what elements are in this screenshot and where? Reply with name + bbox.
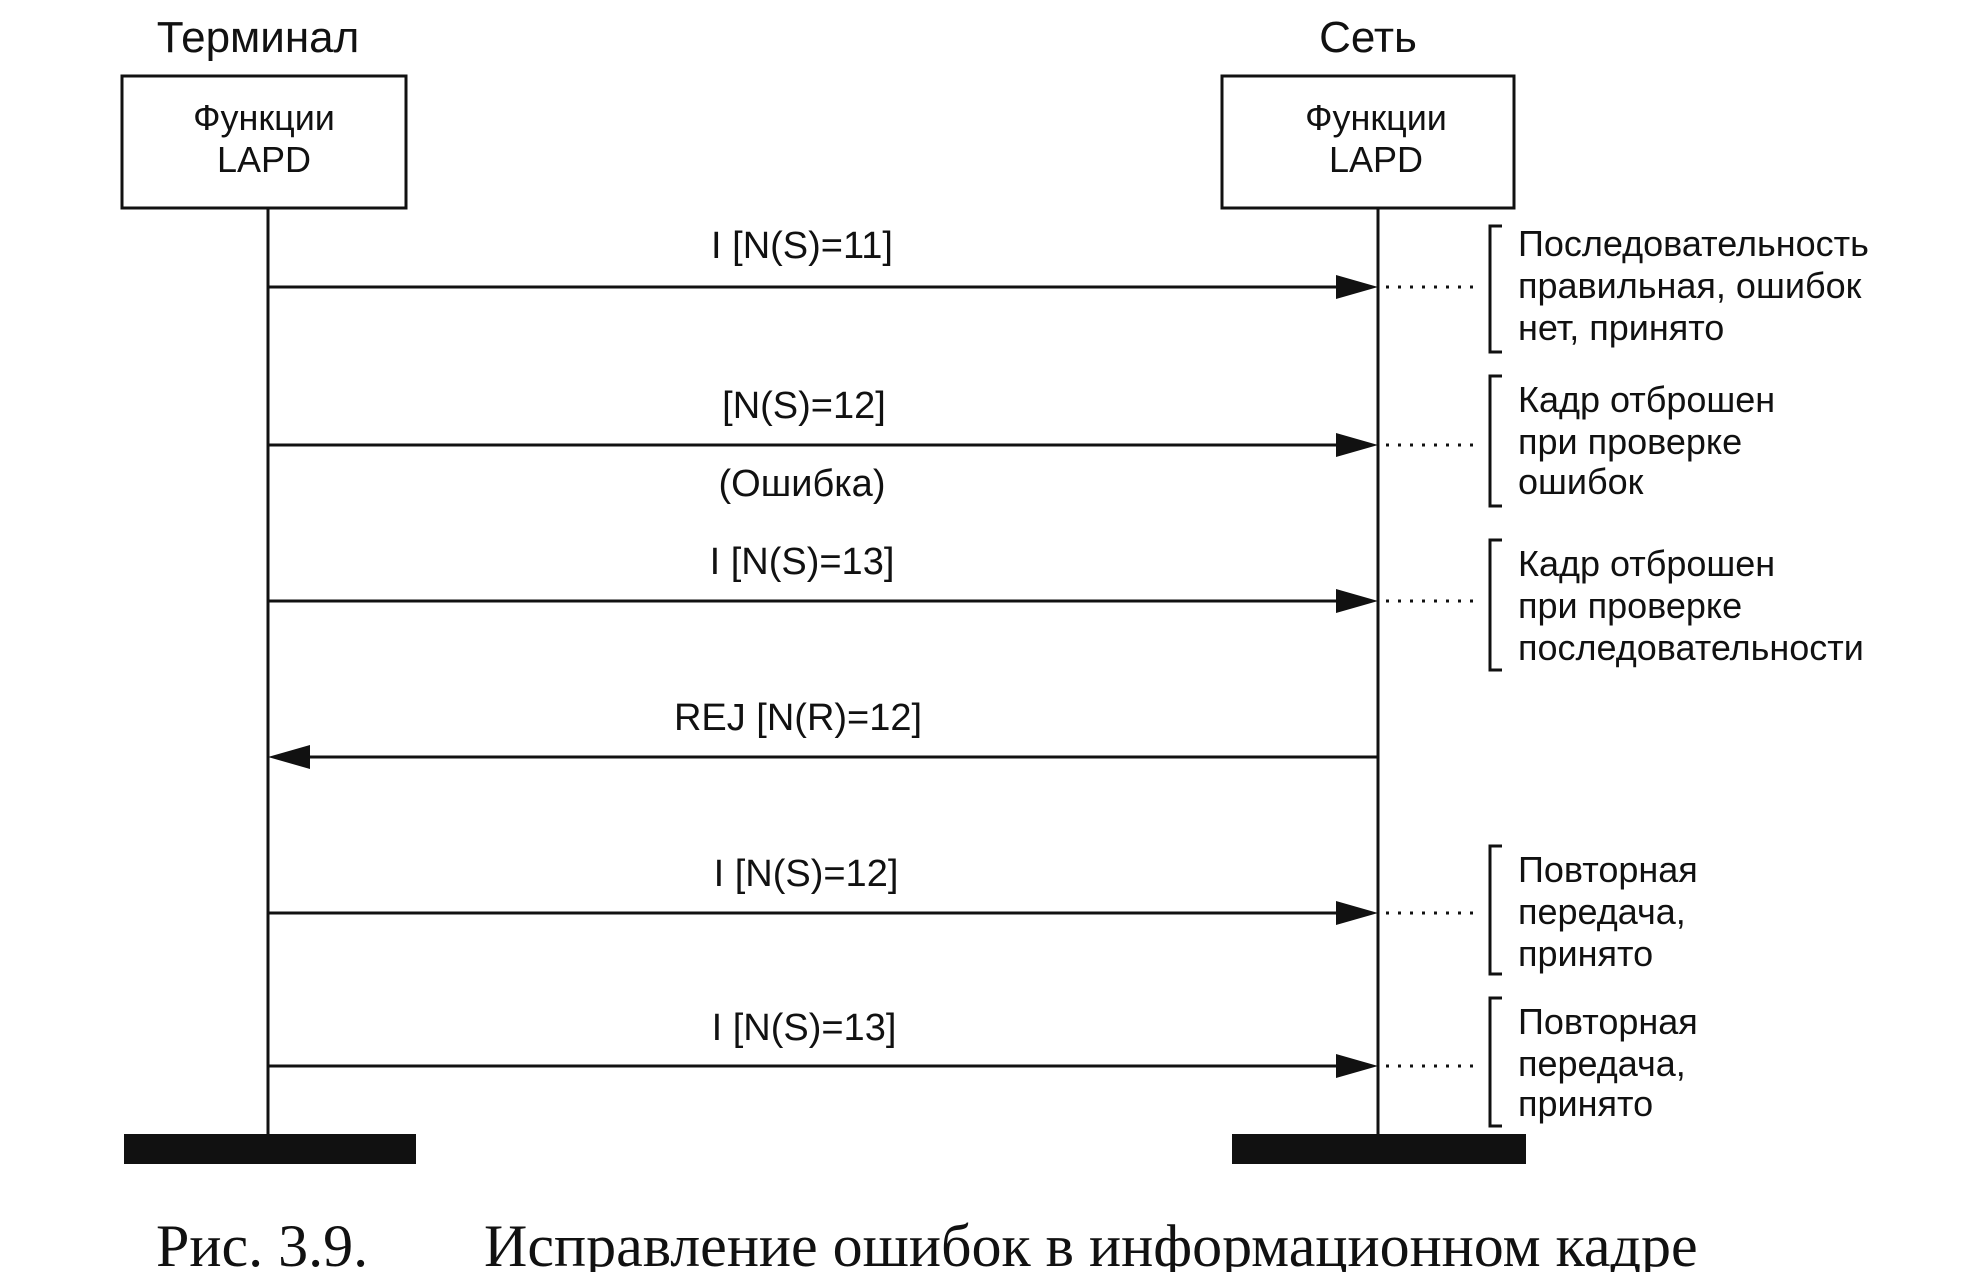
annotation-line: принято (1518, 1083, 1653, 1124)
annotation-line: при проверке (1518, 421, 1742, 462)
network-box (1220, 74, 1516, 210)
annotation-line: правильная, ошибок (1518, 265, 1862, 306)
annotation-bracket (1488, 996, 1502, 1128)
annotation-line: нет, принято (1518, 307, 1724, 348)
arrowhead-right-icon (1336, 901, 1378, 925)
caption-number: Рис. 3.9. (156, 1213, 368, 1272)
annotation-bracket (1488, 374, 1502, 508)
annotation-line: Повторная (1518, 1001, 1698, 1042)
message-label: [N(S)=12] (722, 385, 886, 427)
terminal-participant: Терминал Функции LAPD (120, 13, 416, 1164)
network-box-line2: LAPD (1329, 139, 1423, 180)
annotation-bracket (1488, 224, 1502, 354)
annotation-line: принято (1518, 933, 1653, 974)
message-note: (Ошибка) (719, 463, 886, 505)
annotation-line: Последовательность (1518, 223, 1869, 264)
annotation-bracket (1488, 844, 1502, 976)
network-participant: Сеть Функции LAPD (1220, 13, 1526, 1164)
message-label: I [N(S)=13] (710, 541, 895, 583)
terminal-box-line1: Функции (193, 97, 335, 138)
annotation-line: Повторная (1518, 849, 1698, 890)
network-lifeline-base (1232, 1134, 1526, 1164)
arrowhead-right-icon (1336, 1054, 1378, 1078)
message-label: I [N(S)=12] (714, 853, 899, 895)
figure-caption: Рис. 3.9. Исправление ошибок в информаци… (156, 1213, 1698, 1272)
arrowhead-right-icon (1336, 589, 1378, 613)
annotation-bracket (1488, 538, 1502, 672)
annotation-line: ошибок (1518, 461, 1644, 502)
annotation-line: передача, (1518, 891, 1686, 932)
annotation-line: Кадр отброшен (1518, 543, 1775, 584)
annotation-line: последовательности (1518, 627, 1864, 668)
message-4: REJ [N(R)=12] (268, 697, 1378, 769)
network-title: Сеть (1319, 13, 1417, 62)
terminal-lifeline-base (124, 1134, 416, 1164)
message-label: I [N(S)=11] (711, 225, 893, 267)
message-5: I [N(S)=12] Повторная передача, принято (268, 844, 1698, 976)
arrowhead-right-icon (1336, 275, 1378, 299)
terminal-title: Терминал (157, 13, 360, 62)
network-box-line1: Функции (1305, 97, 1447, 138)
annotation-line: Кадр отброшен (1518, 379, 1775, 420)
arrowhead-left-icon (268, 745, 310, 769)
message-label: I [N(S)=13] (712, 1007, 897, 1049)
terminal-box-line2: LAPD (217, 139, 311, 180)
message-6: I [N(S)=13] Повторная передача, принято (268, 996, 1698, 1128)
message-2: [N(S)=12] (Ошибка) Кадр отброшен при про… (268, 374, 1775, 508)
annotation-line: при проверке (1518, 585, 1742, 626)
message-label: REJ [N(R)=12] (674, 697, 922, 739)
caption-text: Исправление ошибок в информационном кадр… (484, 1213, 1698, 1272)
message-3: I [N(S)=13] Кадр отброшен при проверке п… (268, 538, 1864, 672)
terminal-box (120, 74, 408, 210)
message-1: I [N(S)=11] Последовательность правильна… (268, 223, 1869, 354)
annotation-line: передача, (1518, 1043, 1686, 1084)
arrowhead-right-icon (1336, 433, 1378, 457)
